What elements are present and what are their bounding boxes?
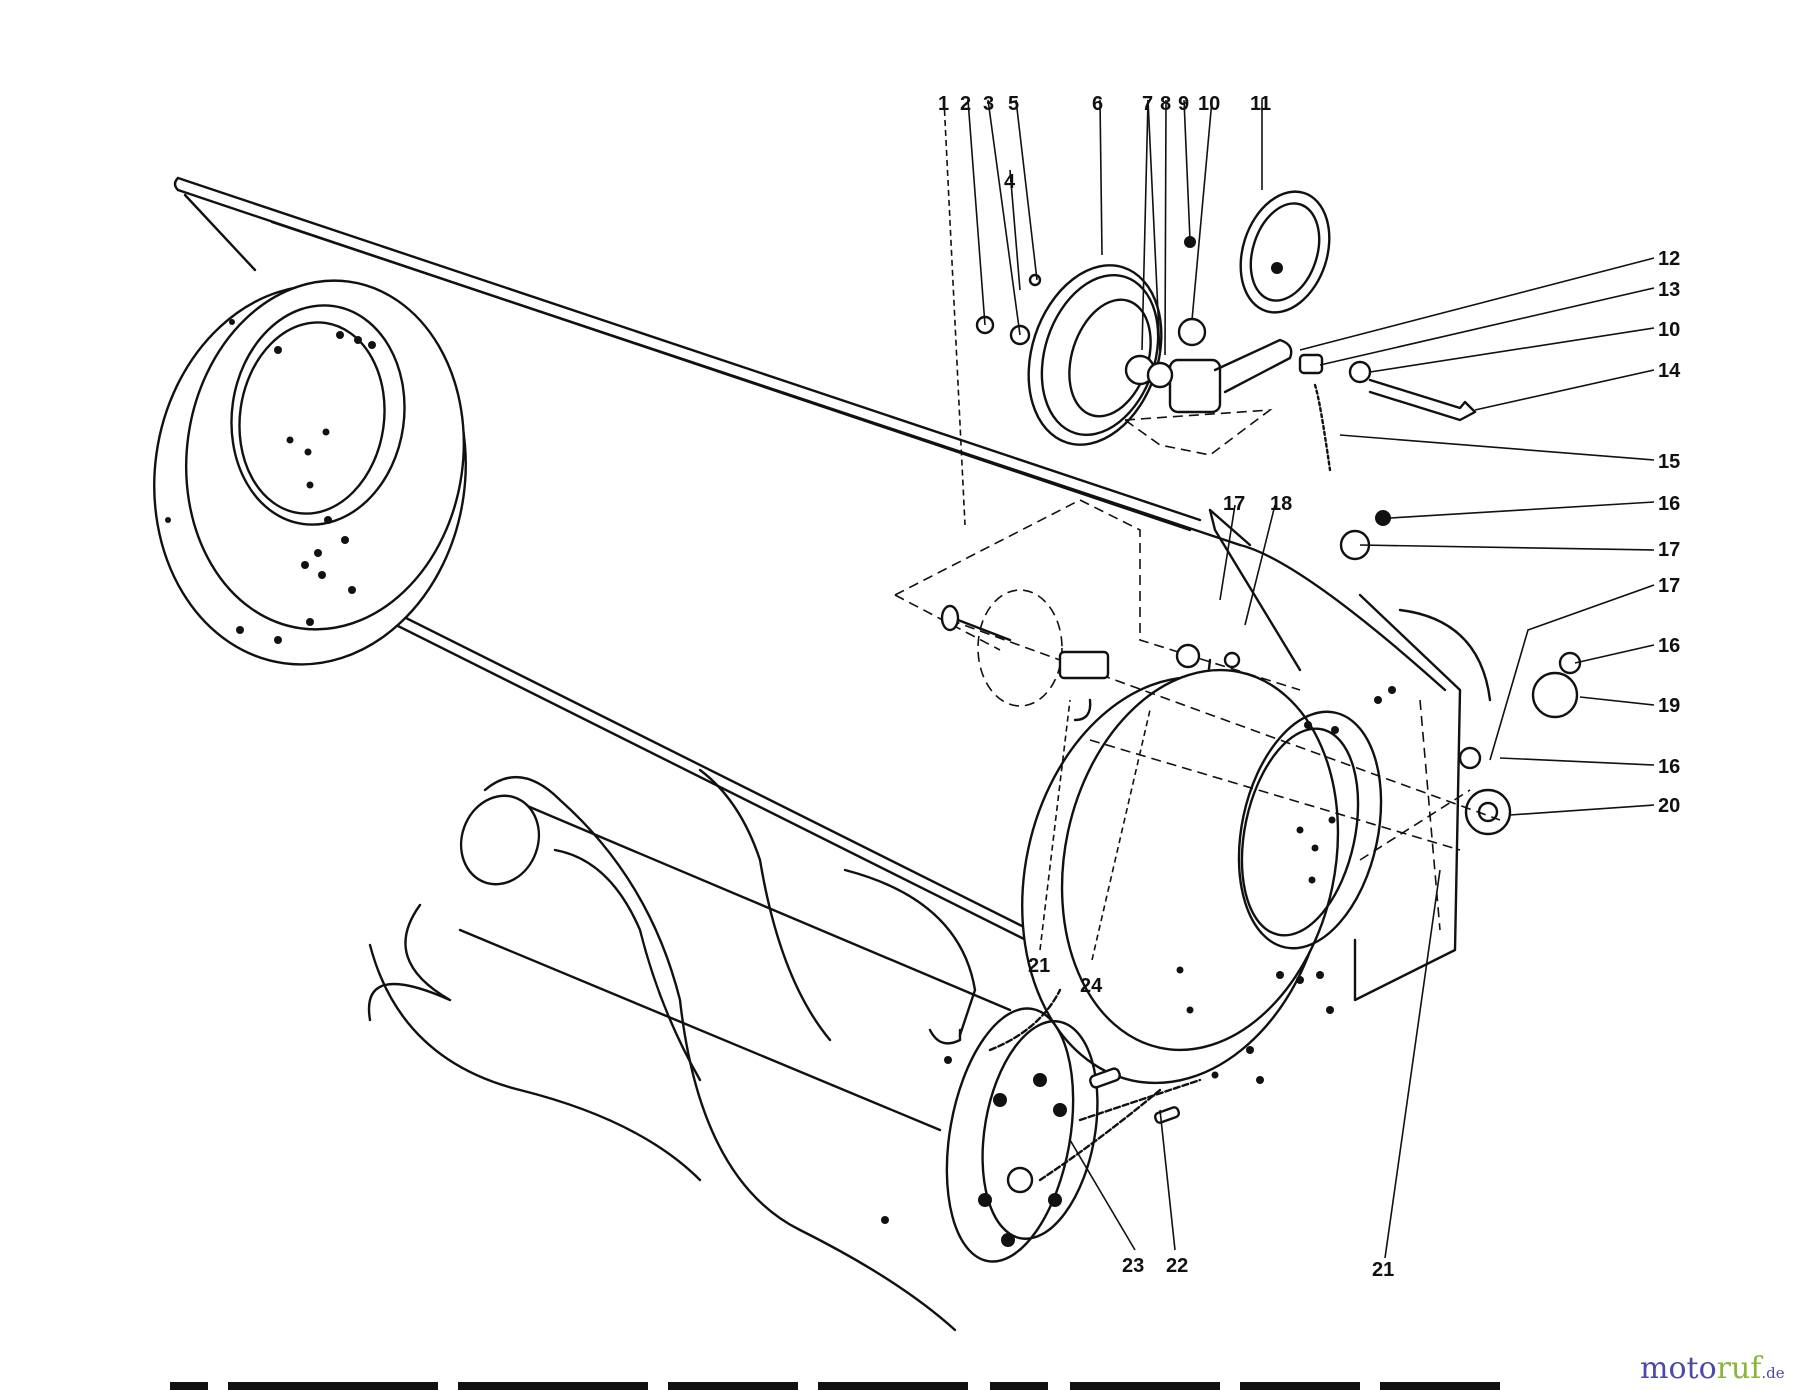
leader-lines [943,99,1655,1259]
callout-6: 6 [1092,93,1103,115]
dashed-components [894,499,1501,931]
callout-3: 3 [983,93,994,115]
callout-9: 9 [1178,93,1189,115]
auger [367,768,1099,1332]
callout-16: 16 [1658,493,1680,515]
right-plate-holes [1176,686,1396,1084]
auger-housing [173,176,1447,1004]
callout-18: 18 [1270,493,1292,515]
callout-1: 1 [938,93,949,115]
callout-7: 7 [1142,93,1153,115]
callout-21: 21 [1028,955,1050,977]
callout-23: 23 [1122,1255,1144,1277]
cropped-caption-marks [170,1382,1500,1390]
callout-17b: 17 [1223,493,1245,515]
callout-12: 12 [1658,248,1680,270]
drive-chain [988,988,1202,1182]
watermark-moto: motoruf.de [1640,1351,1785,1386]
right-side-plate [1021,593,1492,1085]
callout-20: 20 [1658,795,1680,817]
callout-11: 11 [1250,93,1271,115]
callout-4: 4 [1004,171,1016,193]
callout-14: 14 [1658,360,1681,382]
left-side-plate [153,279,467,666]
callout-5: 5 [1008,93,1019,115]
callout-19: 19 [1658,695,1680,717]
callout-10: 10 [1198,93,1220,115]
watermark-logo: motoruf.de [1640,1351,1785,1386]
callout-10b: 10 [1658,319,1680,341]
callout-15: 15 [1658,451,1680,473]
pulley-assembly [975,190,1477,472]
callout-17: 17 [1658,539,1680,561]
left-plate-holes [165,319,376,644]
callout-16c: 16 [1658,756,1680,778]
callout-16b: 16 [1658,635,1680,657]
callout-2: 2 [960,93,971,115]
callout-24: 24 [1080,975,1103,997]
callout-labels: 1 2 3 4 5 6 7 8 9 10 11 12 13 10 14 15 1… [938,93,1681,1281]
callout-17c: 17 [1658,575,1680,597]
drive-sprocket [1339,510,1582,836]
sprocket-teeth [881,1056,1067,1247]
callout-13: 13 [1658,279,1680,301]
callout-8: 8 [1160,93,1171,115]
callout-21b: 21 [1372,1259,1394,1281]
callout-22: 22 [1166,1255,1188,1277]
